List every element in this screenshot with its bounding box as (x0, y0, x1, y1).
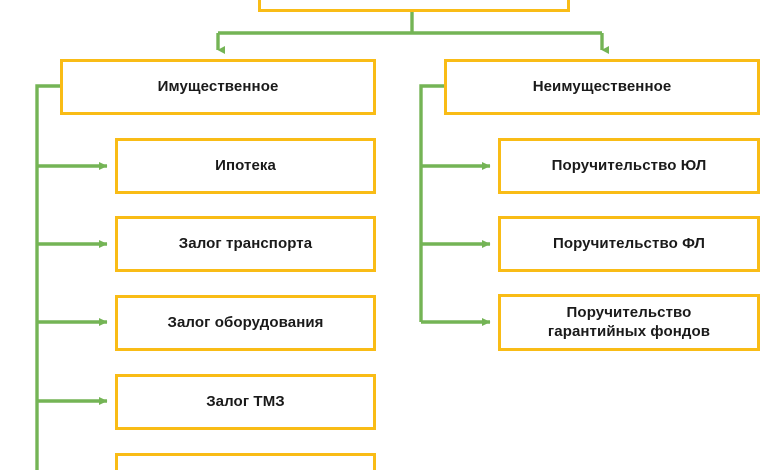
node-guarantee-funds-label: Поручительство гарантийных фондов (547, 303, 711, 340)
node-tmz-pledge-label: Залог ТМЗ (206, 392, 285, 410)
node-transport-pledge[interactable]: Залог транспорта (115, 216, 376, 272)
node-non-property[interactable]: Неимущественное (444, 59, 760, 115)
node-guarantee-funds[interactable]: Поручительство гарантийных фондов (498, 294, 760, 351)
node-root[interactable] (258, 0, 570, 12)
node-property-label: Имущественное (157, 77, 279, 95)
node-mortgage-label: Ипотека (215, 156, 276, 174)
node-equipment-pledge[interactable]: Залог оборудования (115, 295, 376, 351)
node-guarantee-legal-entity[interactable]: Поручительство ЮЛ (498, 138, 760, 194)
connector-right-spine (419, 84, 444, 322)
node-securities-pledge[interactable]: Залог ценных бумаг (115, 453, 376, 470)
node-guarantee-individual[interactable]: Поручительство ФЛ (498, 216, 760, 272)
node-equipment-pledge-label: Залог оборудования (167, 313, 324, 331)
node-guarantee-legal-entity-label: Поручительство ЮЛ (551, 156, 707, 174)
node-tmz-pledge[interactable]: Залог ТМЗ (115, 374, 376, 430)
node-property[interactable]: Имущественное (60, 59, 376, 115)
node-guarantee-individual-label: Поручительство ФЛ (552, 234, 706, 252)
node-transport-pledge-label: Залог транспорта (178, 234, 313, 252)
node-non-property-label: Неимущественное (532, 77, 672, 95)
node-mortgage[interactable]: Ипотека (115, 138, 376, 194)
connector-left-spine (35, 84, 60, 470)
